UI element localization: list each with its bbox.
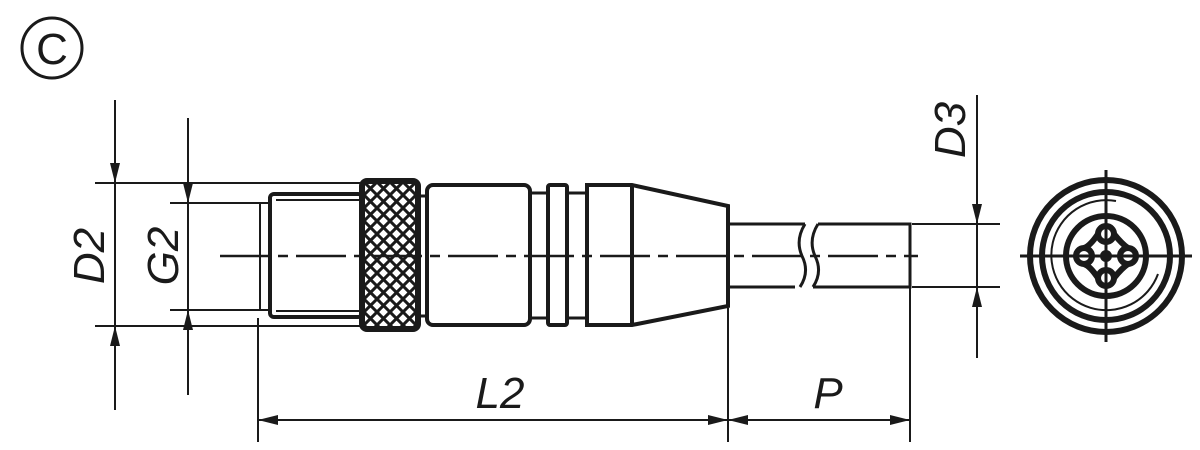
l2-label: L2 xyxy=(476,369,525,418)
d3-label: D3 xyxy=(926,101,975,158)
dimension-p: P xyxy=(728,287,911,442)
view-marker: C xyxy=(20,16,84,80)
connector-end-view xyxy=(1020,170,1192,342)
knurled-nut xyxy=(362,181,418,329)
connector-body xyxy=(259,178,730,332)
dimension-d3: D3 xyxy=(912,95,1000,358)
p-label: P xyxy=(813,369,843,418)
g2-label: G2 xyxy=(139,227,188,286)
view-marker-label: C xyxy=(36,25,68,74)
dimension-l2: L2 xyxy=(257,308,729,442)
dimension-g2: G2 xyxy=(139,118,270,395)
cable xyxy=(728,222,912,289)
d2-label: D2 xyxy=(65,228,114,284)
contact-pins xyxy=(1073,223,1139,289)
dimension-d2: D2 xyxy=(65,100,362,410)
